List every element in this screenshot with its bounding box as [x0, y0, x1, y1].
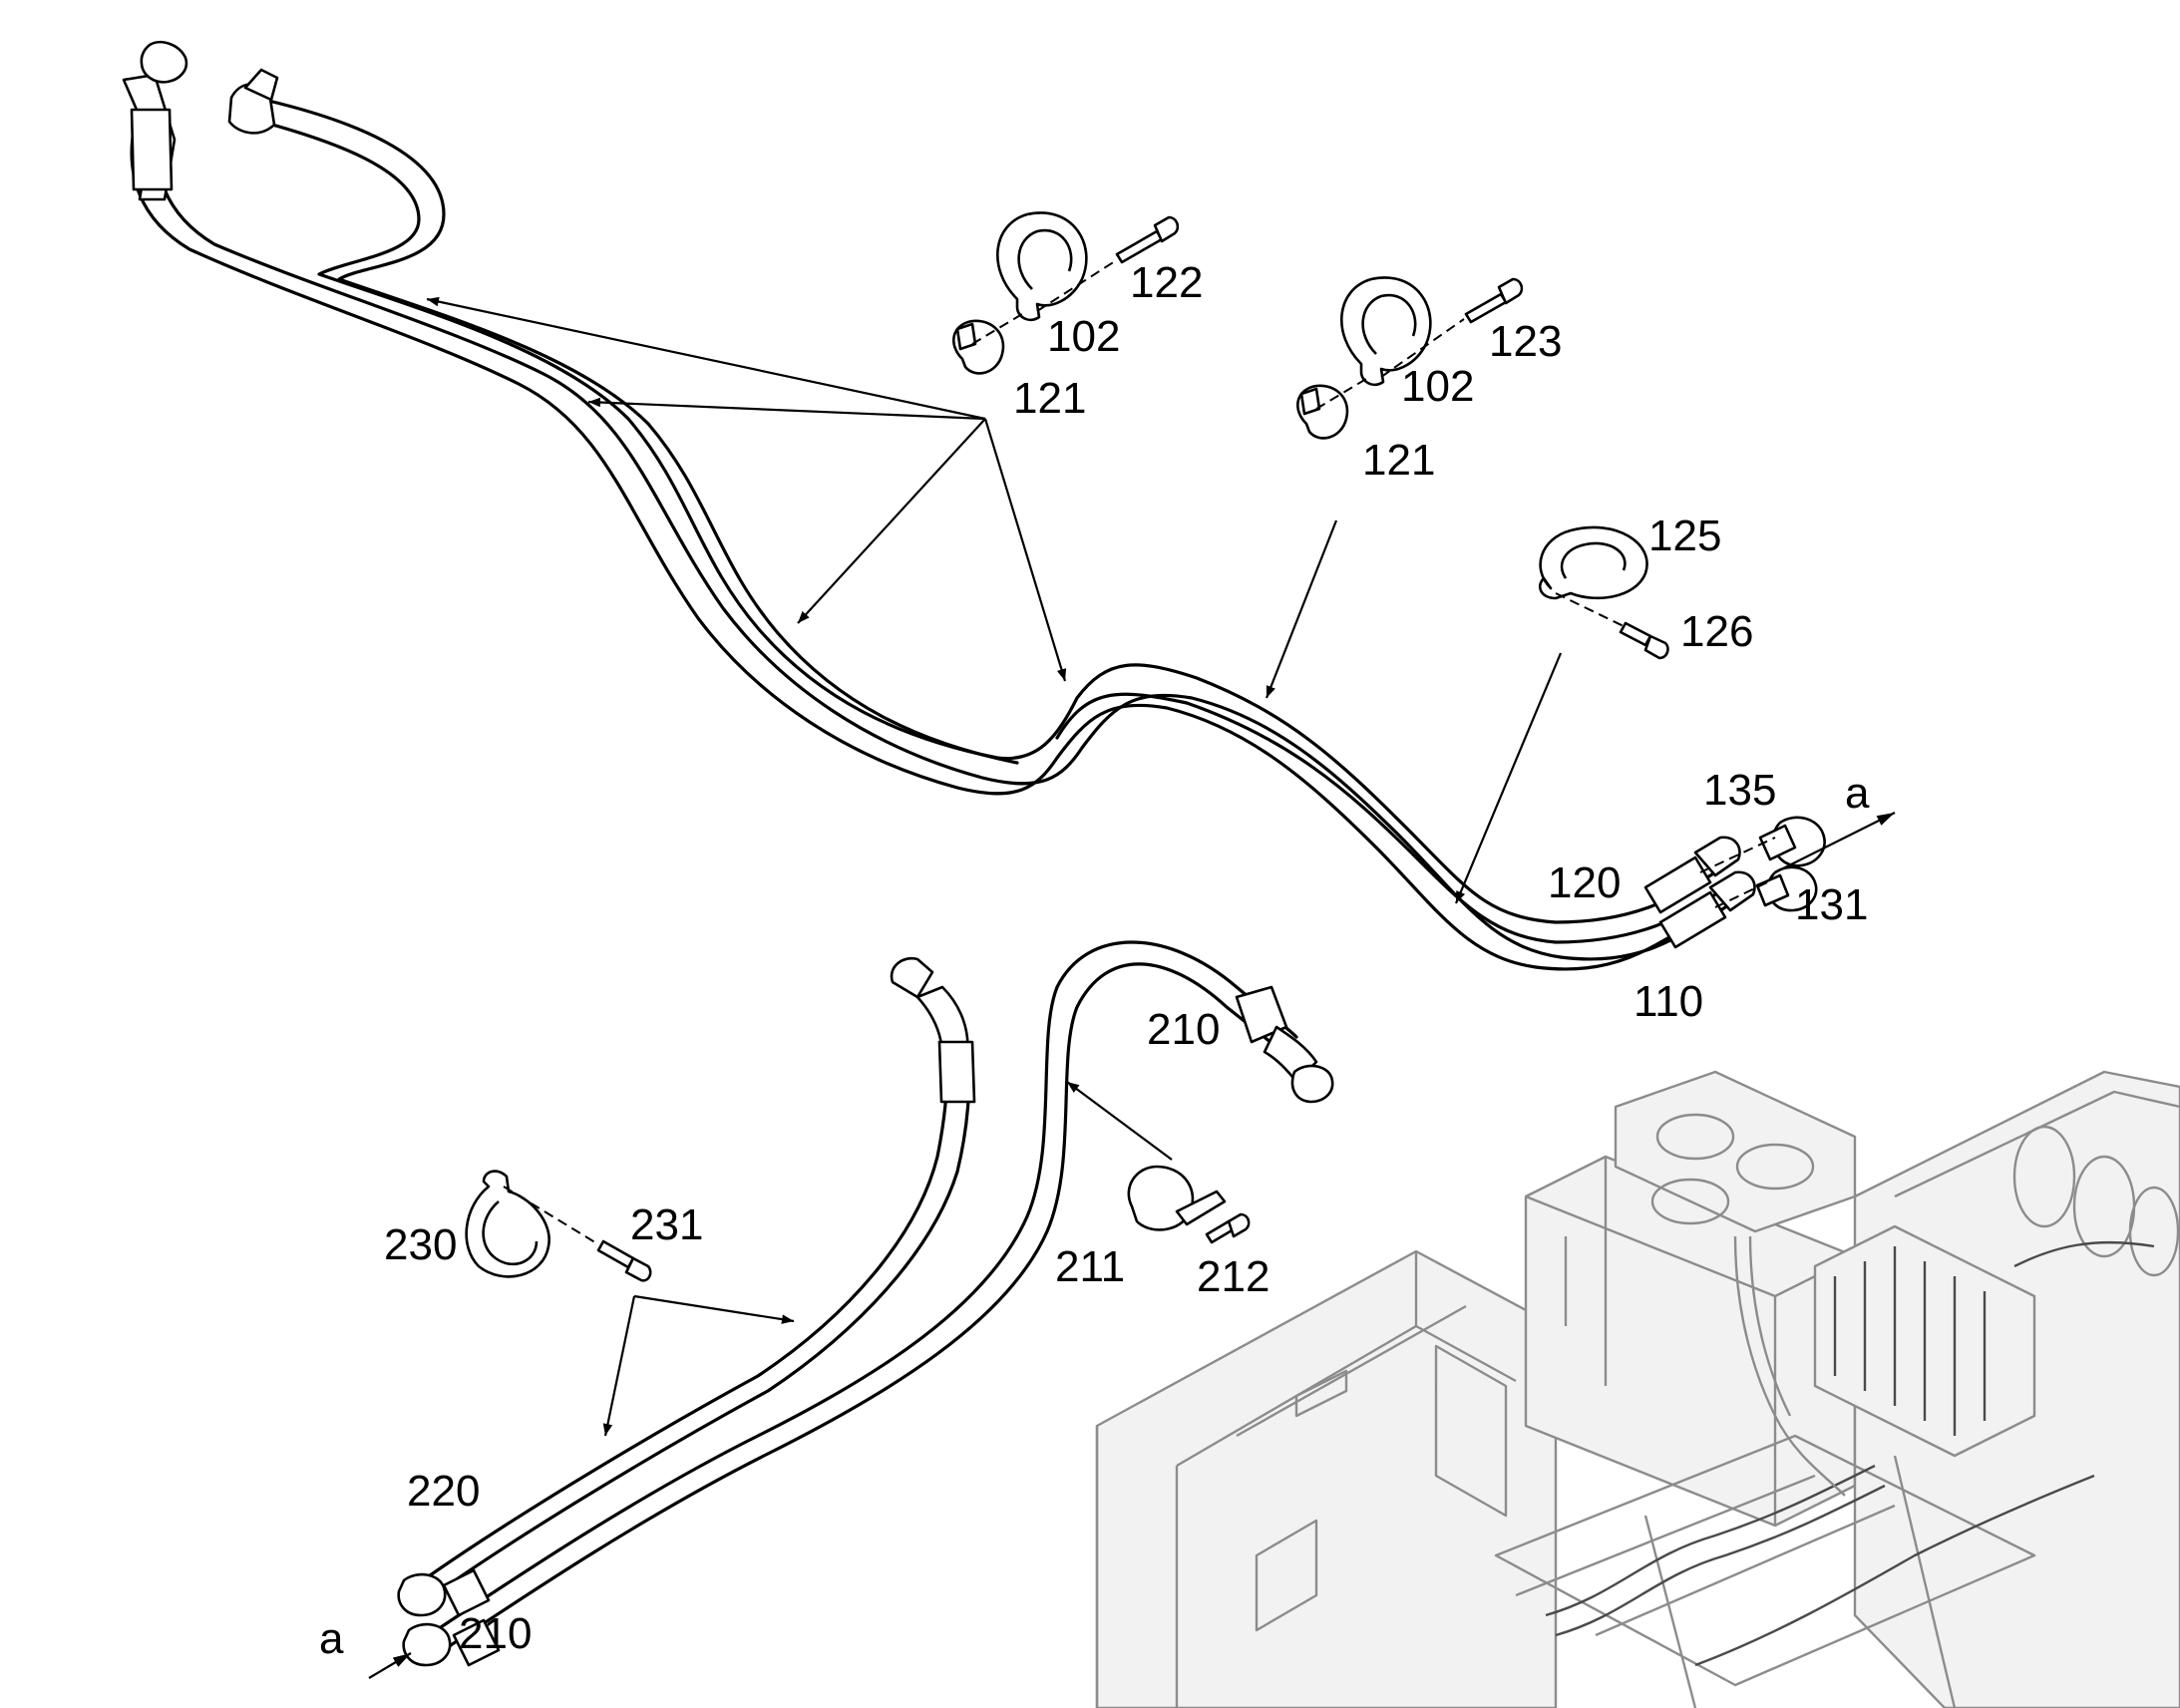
callout-212: 212 [1197, 1252, 1270, 1301]
callout-120: 120 [1548, 858, 1621, 907]
callout-123: 123 [1489, 317, 1562, 366]
callout-230: 230 [384, 1220, 457, 1269]
screw-126 [1619, 621, 1669, 660]
bolt-123 [1464, 277, 1524, 324]
machine-frame-illustration [1095, 1070, 2180, 1708]
callout-220: 220 [407, 1467, 480, 1516]
clamp-125 [1539, 525, 1648, 600]
hose-220 [407, 1055, 971, 1609]
hose-110 [130, 118, 1742, 971]
callout-125: 125 [1648, 512, 1721, 560]
callout-135: 135 [1703, 766, 1776, 815]
callout-121-left: 121 [1013, 374, 1086, 423]
callout-121-right: 121 [1362, 436, 1435, 485]
clamp-230 [465, 1170, 550, 1278]
clamp-102-left [996, 211, 1088, 322]
hose-110-end-fitting [122, 40, 188, 201]
callout-102-left: 102 [1047, 312, 1120, 361]
hose-210 [427, 940, 1298, 1655]
clamp-121-right [1296, 384, 1349, 440]
hose-210-220-left-fittings [397, 1568, 501, 1667]
callout-ref-a-bottom: a [319, 1614, 344, 1663]
callout-126: 126 [1680, 607, 1753, 656]
callout-210-top: 210 [1147, 1005, 1220, 1054]
callout-131: 131 [1795, 880, 1868, 929]
bolt-122 [1115, 215, 1180, 264]
hose-120 [252, 98, 1727, 944]
leader-lines [368, 296, 1896, 1679]
hose-220-top-fitting [890, 956, 976, 1104]
callout-211: 211 [1055, 1242, 1125, 1291]
callout-231: 231 [630, 1200, 703, 1249]
hose-120-end-fitting [227, 68, 279, 135]
hose-210-right-fitting [1235, 985, 1334, 1104]
screw-231 [596, 1239, 652, 1282]
callout-122: 122 [1130, 258, 1203, 307]
callout-210-bottom: 210 [459, 1609, 532, 1658]
clamp-121-left [952, 319, 1005, 375]
callout-110: 110 [1634, 977, 1703, 1026]
screw-212 [1205, 1212, 1251, 1244]
clamp-211 [1127, 1165, 1227, 1231]
callout-102-right: 102 [1401, 362, 1474, 411]
callout-ref-a-top: a [1845, 769, 1870, 818]
